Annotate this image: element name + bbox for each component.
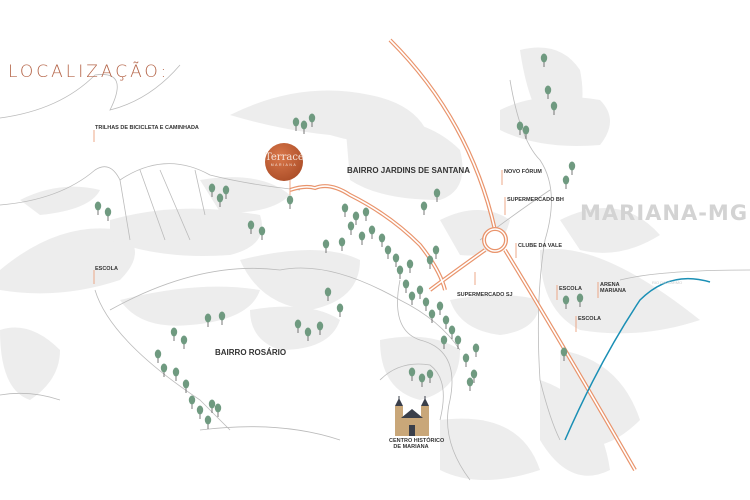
label-centro-2: DE MARIANA <box>393 444 429 450</box>
tree-icon <box>384 245 392 259</box>
tree-icon <box>432 245 440 259</box>
tree-icon <box>516 121 524 135</box>
tree-icon <box>436 301 444 315</box>
tree-icon <box>576 293 584 307</box>
tree-icon <box>362 207 370 221</box>
tree-icon <box>462 353 470 367</box>
tree-icon <box>258 226 266 240</box>
tree-icon <box>408 367 416 381</box>
label-escola-east-1: ESCOLA <box>559 286 582 292</box>
tree-icon <box>428 309 436 323</box>
tree-icon <box>402 279 410 293</box>
label-escola-east-2: ESCOLA <box>578 316 601 322</box>
tree-icon <box>448 325 456 339</box>
label-novo-forum: NOVO FÓRUM <box>504 169 542 175</box>
tree-icon <box>406 259 414 273</box>
tree-icon <box>440 335 448 349</box>
tree-icon <box>466 377 474 391</box>
tree-icon <box>104 207 112 221</box>
tree-icon <box>433 188 441 202</box>
tree-icon <box>368 225 376 239</box>
tree-icon <box>222 185 230 199</box>
tree-icon <box>308 113 316 127</box>
tree-icon <box>170 327 178 341</box>
tree-icon <box>300 120 308 134</box>
trees <box>94 53 584 429</box>
terrace-logo[interactable]: Terrace MARIANA <box>265 143 304 181</box>
label-supermercado-sj: SUPERMERCADO SJ <box>457 292 513 298</box>
tree-icon <box>204 415 212 429</box>
tree-icon <box>470 369 478 383</box>
tree-icon <box>214 403 222 417</box>
tree-icon <box>396 265 404 279</box>
tree-icon <box>522 125 530 139</box>
tree-icon <box>568 161 576 175</box>
tree-icon <box>540 53 548 67</box>
tree-icon <box>358 231 366 245</box>
tree-icon <box>426 255 434 269</box>
map-title: LOCALIZAÇÃO: <box>8 62 170 82</box>
tree-icon <box>324 287 332 301</box>
tree-icon <box>188 395 196 409</box>
tree-icon <box>392 253 400 267</box>
tree-icon <box>204 313 212 327</box>
tree-icon <box>560 347 568 361</box>
tree-icon <box>218 311 226 325</box>
label-centro-1: CENTRO HISTÓRICO <box>389 438 445 444</box>
label-arena-mariana: ARENA MARIANA <box>600 282 626 294</box>
pointer-lines <box>93 130 599 332</box>
label-escola-west: ESCOLA <box>95 266 118 272</box>
tree-icon <box>352 211 360 225</box>
tree-icon <box>94 201 102 215</box>
tree-icon <box>172 367 180 381</box>
tree-icon <box>420 201 428 215</box>
terrain-blocks <box>0 47 700 480</box>
tree-icon <box>180 335 188 349</box>
neighborhood-jardins: BAIRRO JARDINS DE SANTANA <box>347 166 470 175</box>
tree-icon <box>247 220 255 234</box>
tree-icon <box>442 315 450 329</box>
tree-icon <box>422 297 430 311</box>
tree-icon <box>322 239 330 253</box>
tree-icon <box>182 379 190 393</box>
tree-icon <box>316 321 324 335</box>
tree-icon <box>338 237 346 251</box>
tree-icon <box>292 117 300 131</box>
tree-icon <box>336 303 344 317</box>
tree-icon <box>562 175 570 189</box>
tree-icon <box>347 221 355 235</box>
label-trilhas: TRILHAS DE BICICLETA E CAMINHADA <box>95 125 199 131</box>
river-label: RIO DO CARMO <box>652 280 683 285</box>
label-supermercado-bh: SUPERMERCADO BH <box>507 197 564 203</box>
neighborhood-rosario: BAIRRO ROSÁRIO <box>215 348 287 357</box>
tree-icon <box>544 85 552 99</box>
tree-icon <box>216 193 224 207</box>
tree-icon <box>472 343 480 357</box>
tree-icon <box>562 295 570 309</box>
tree-icon <box>196 405 204 419</box>
tree-icon <box>286 195 294 209</box>
label-clube-vale: CLUBE DA VALE <box>518 243 562 249</box>
tree-icon <box>304 327 312 341</box>
church-icon <box>395 396 429 436</box>
tree-icon <box>208 399 216 413</box>
tree-icon <box>426 369 434 383</box>
tree-icon <box>341 203 349 217</box>
tree-icon <box>208 183 216 197</box>
streets <box>0 64 750 481</box>
tree-icon <box>454 335 462 349</box>
tree-icon <box>160 363 168 377</box>
city-label: MARIANA-MG <box>580 201 749 225</box>
tree-icon <box>550 101 558 115</box>
tree-icon <box>418 373 426 387</box>
main-road <box>289 38 637 471</box>
tree-icon <box>408 291 416 305</box>
tree-icon <box>294 319 302 333</box>
tree-icon <box>154 349 162 363</box>
tree-icon <box>416 285 424 299</box>
river <box>564 277 711 441</box>
tree-icon <box>378 233 386 247</box>
